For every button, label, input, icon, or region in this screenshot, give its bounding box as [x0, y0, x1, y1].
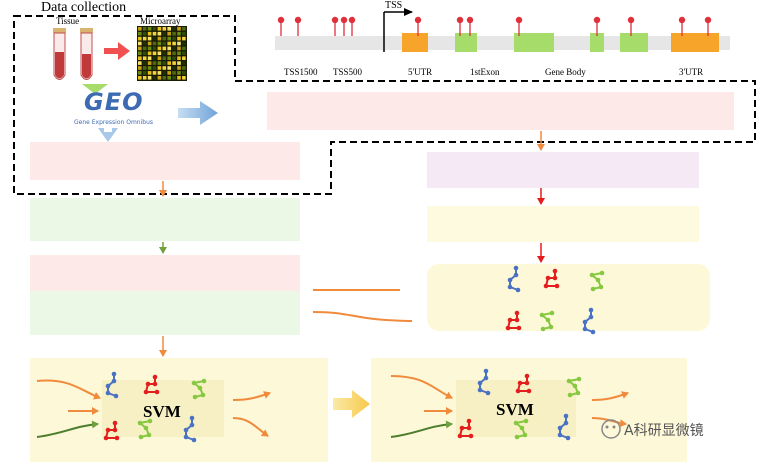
merge-line [312, 311, 413, 322]
yellow-box [427, 206, 699, 242]
svm-label-right: SVM [496, 400, 534, 419]
molecule-icon [103, 420, 120, 441]
molecule-icon [539, 310, 555, 332]
region-label: 1stExon [470, 67, 500, 77]
region-label: 3'UTR [679, 67, 704, 77]
region-label: 5'UTR [408, 67, 433, 77]
data-collection-outline [13, 15, 756, 195]
molecule-icon [515, 373, 532, 394]
data-collection-title: Data collection [41, 0, 127, 15]
tss-label: TSS [385, 0, 403, 11]
region-label: TSS500 [333, 67, 363, 77]
geo-logo: GEO [84, 88, 144, 116]
collection-down-arrow [82, 84, 108, 94]
region-5utr [402, 33, 428, 52]
step-box-green-1 [30, 198, 300, 241]
geo-to-methylation-arrow [178, 101, 218, 125]
molecule-icon [143, 374, 160, 395]
molecule-icon [137, 418, 153, 440]
molecule-icon [582, 307, 596, 335]
model-panel-right-inner [456, 380, 576, 437]
molecule-icon [183, 415, 197, 443]
feature-molecules [103, 265, 605, 443]
region-label: Gene Body [545, 67, 586, 77]
test-tubes-icon [53, 28, 93, 80]
molecule-icon [566, 376, 582, 398]
geo-subtitle: Gene Expression Omnibus [74, 119, 153, 126]
region-gene-body-3 [620, 33, 648, 52]
region-1stexon [455, 33, 477, 52]
tissue-label: Tissue [56, 16, 80, 26]
region-3utr [671, 33, 719, 52]
gene-track-bar [275, 36, 730, 50]
molecule-icon [457, 418, 474, 439]
left-model-arrows [36, 379, 271, 438]
molecule-icon [543, 268, 560, 289]
tss-arrow-icon [383, 8, 413, 52]
cpg-site-markers [277, 16, 712, 36]
region-gene-body-1 [514, 33, 554, 52]
molecule-icon [105, 371, 119, 399]
watermark-icon [601, 419, 621, 439]
geo-down-arrow [98, 128, 118, 142]
lavender-box [427, 152, 699, 188]
svm-label-left: SVM [143, 402, 181, 421]
molecule-icon [513, 418, 529, 440]
molecule-icon [507, 265, 521, 293]
model-transition-arrow [333, 390, 370, 418]
step-box-green-2 [30, 291, 300, 335]
methylation-box [267, 92, 734, 130]
region-gene-body-2 [590, 33, 604, 52]
features-panel [427, 264, 710, 331]
region-label: TSS1500 [284, 67, 318, 77]
microarray-icon [137, 26, 187, 81]
microarray-label: Microarray [140, 16, 181, 26]
tissue-to-microarray-arrow [104, 42, 130, 60]
molecule-icon [477, 368, 491, 396]
expression-box [30, 142, 300, 180]
molecule-icon [557, 413, 571, 441]
molecule-icon [191, 378, 207, 400]
model-panel-left-inner [102, 380, 224, 437]
molecule-icon [505, 310, 522, 331]
molecule-icon [589, 270, 605, 292]
step-box-pink [30, 255, 300, 291]
watermark-text: A科研显微镜 [624, 423, 704, 439]
